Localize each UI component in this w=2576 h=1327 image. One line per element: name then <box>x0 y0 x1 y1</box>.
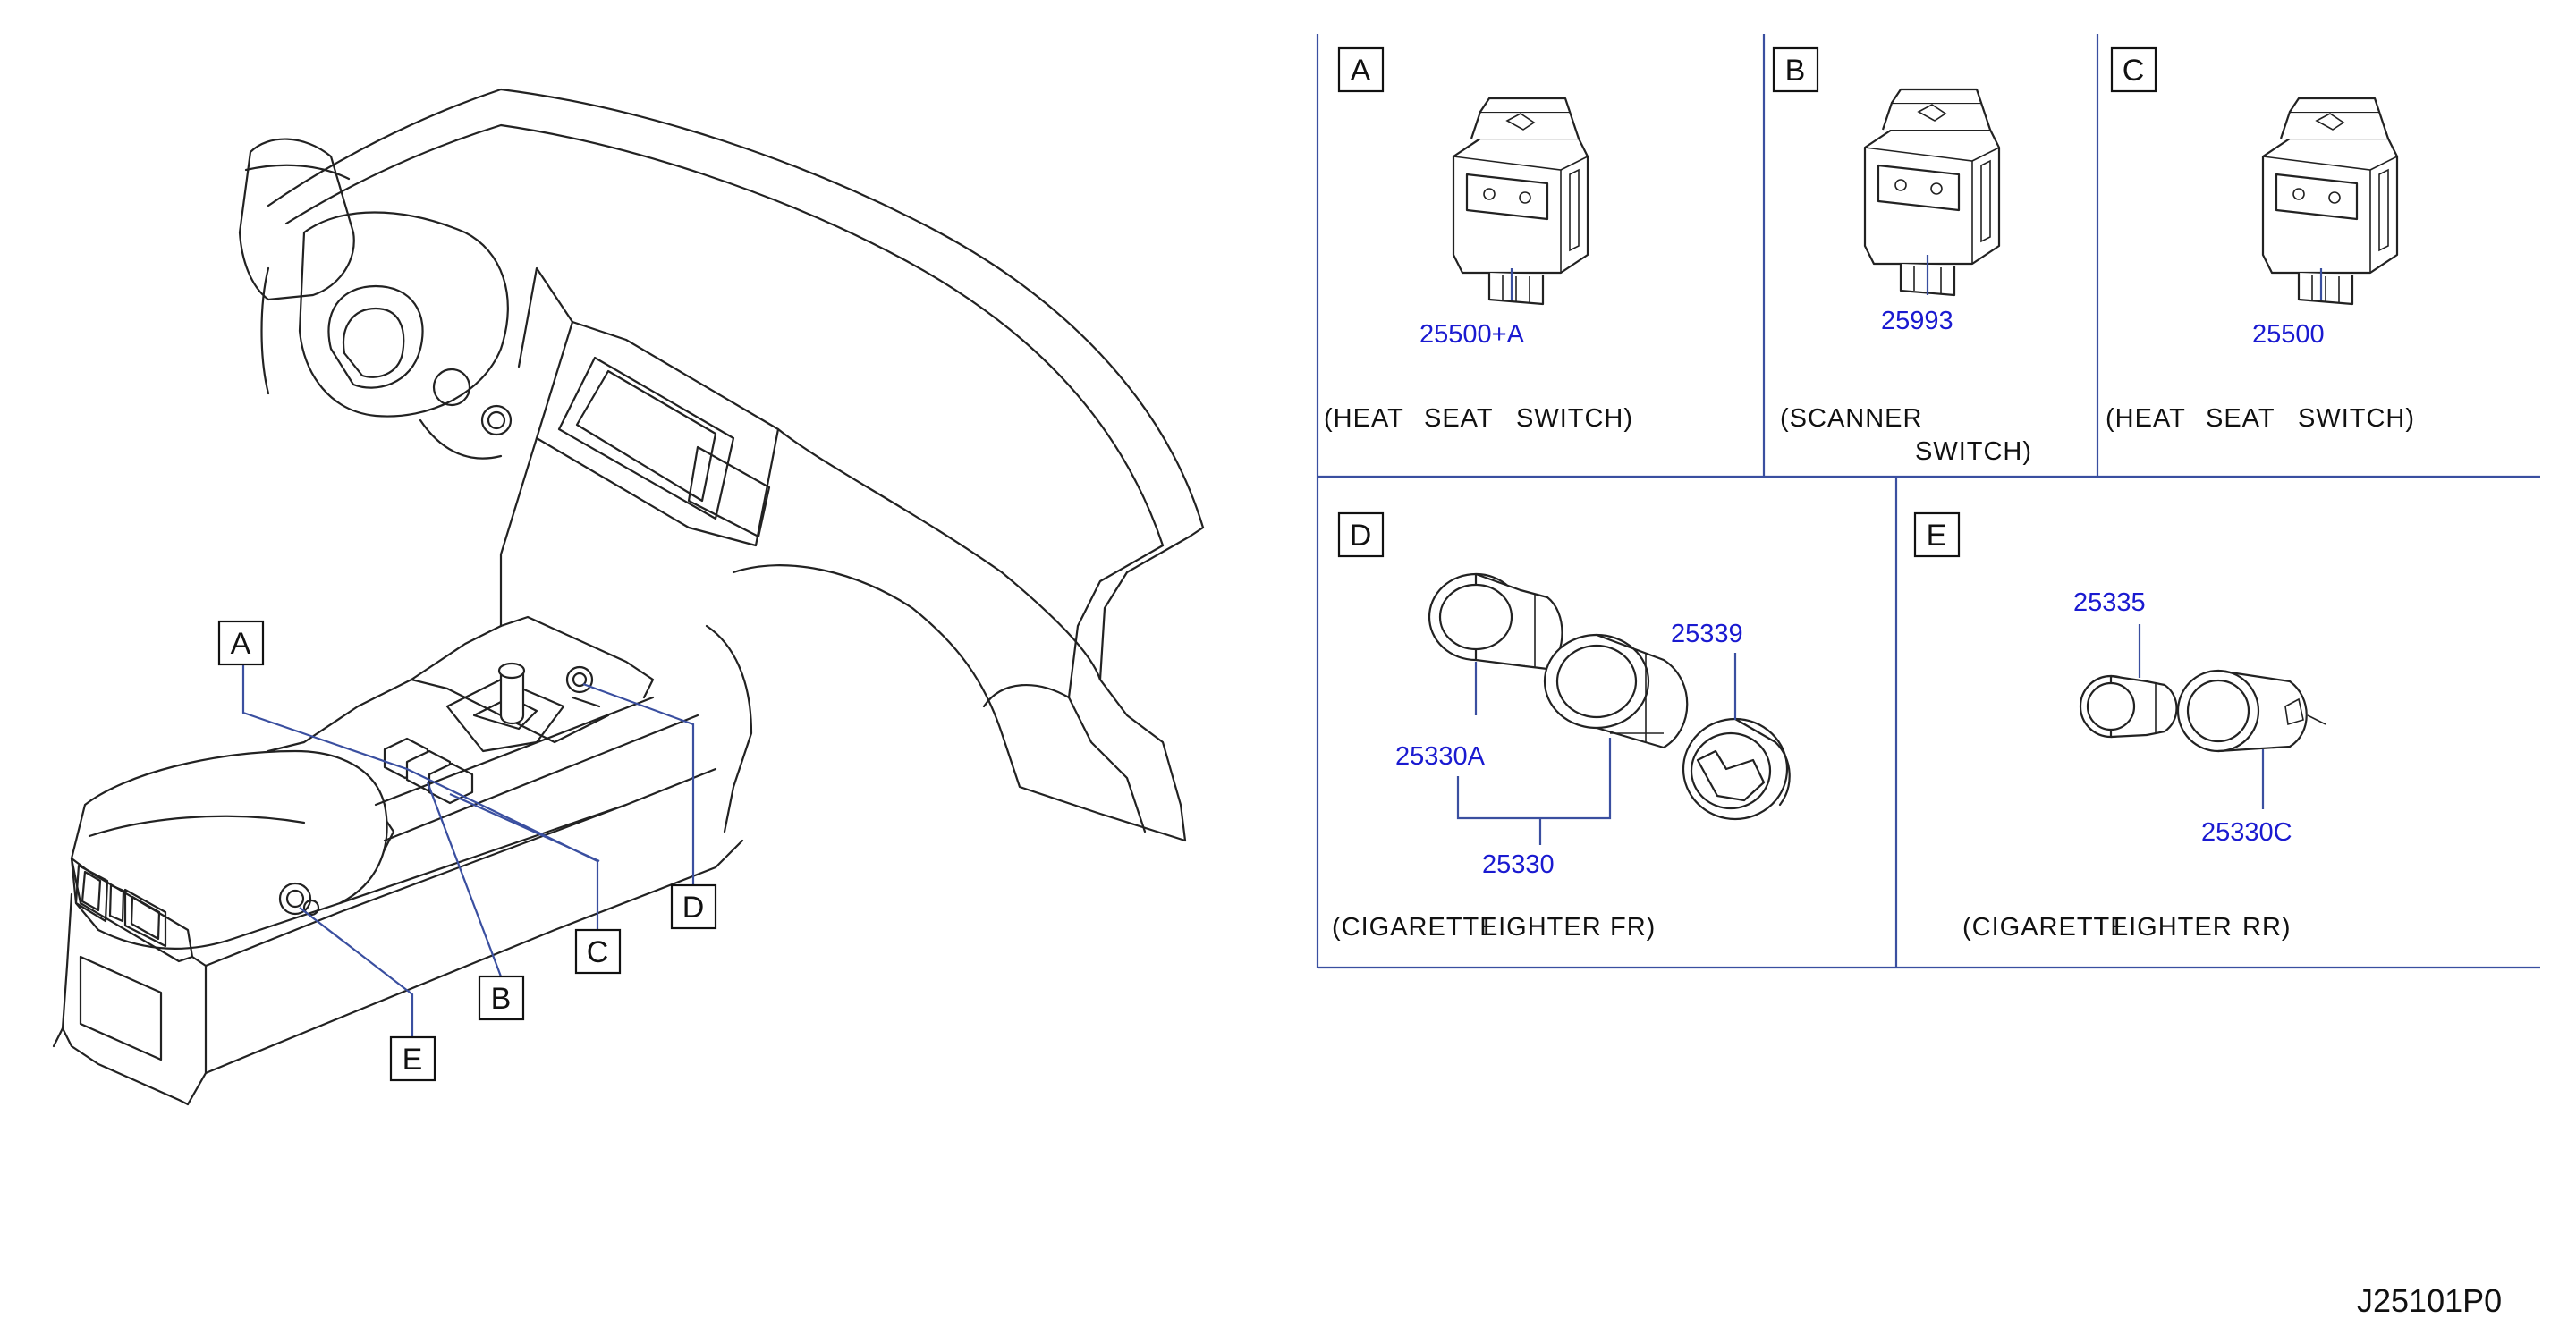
lighter-ring-image <box>1682 717 1791 821</box>
panel-e-part-25330c: 25330C <box>2201 818 2292 847</box>
panel-d-part-25339: 25339 <box>1671 620 1743 648</box>
drawing-code: J25101P0 <box>2357 1282 2502 1319</box>
heat-seat-switch-c-image <box>2261 97 2399 306</box>
panel-e-part-25335: 25335 <box>2073 588 2146 617</box>
callout-a-label: A <box>231 627 251 661</box>
callout-leaders <box>242 664 695 1037</box>
panel-d-part-25330a: 25330A <box>1395 742 1486 771</box>
panel-b-caption-line2: SWITCH) <box>1915 437 2032 466</box>
panel-d-part-25330: 25330 <box>1482 850 1555 879</box>
callout-a: A <box>217 620 265 666</box>
callout-d: D <box>670 883 717 930</box>
panel-e-caption-1: (CIGARETTE <box>1962 913 2129 942</box>
panel-e-caption-3: RR) <box>2242 913 2292 942</box>
rear-lighter-knob-image <box>2079 674 2178 739</box>
panel-a: A 25500+A (HEAT SEAT SWITCH) <box>1324 46 1633 433</box>
panel-a-caption-2: SEAT <box>1424 404 1494 433</box>
panel-e-caption-2: LIGHTER <box>2114 913 2233 942</box>
panel-b-letter: B <box>1785 54 1806 88</box>
dashboard-illustration <box>52 88 1205 1106</box>
panel-c-caption-3: SWITCH) <box>2298 404 2415 433</box>
panel-d-letter: D <box>1350 519 1372 553</box>
rear-lighter-socket-image <box>2176 669 2326 753</box>
panel-d-caption-1: (CIGARETTE <box>1332 913 1498 942</box>
heat-seat-switch-a-image <box>1452 97 1589 306</box>
panel-b-part-number: 25993 <box>1881 307 1953 335</box>
lighter-knob-image <box>1428 572 1563 671</box>
scanner-switch-image <box>1863 88 2001 297</box>
lighter-socket-image <box>1543 633 1689 749</box>
panel-d: D 25330A 25339 25330 <box>1332 511 1791 942</box>
panel-a-caption-1: (HEAT <box>1324 404 1404 433</box>
panel-b: B 25993 (SCANNER SWITCH) <box>1772 46 2032 466</box>
panel-frame <box>1316 34 2540 969</box>
panel-e: E 25335 25330C (CIGARETTE LIGHTER RR) <box>1913 511 2326 942</box>
panel-a-part-number: 25500+A <box>1419 320 1525 349</box>
callout-e-label: E <box>402 1043 423 1077</box>
panel-c-caption-1: (HEAT <box>2106 404 2186 433</box>
panel-a-caption-3: SWITCH) <box>1516 404 1633 433</box>
panel-a-letter: A <box>1351 54 1371 88</box>
callout-c-label: C <box>587 935 609 969</box>
callout-d-label: D <box>682 891 705 925</box>
panel-c-letter: C <box>2123 54 2145 88</box>
panel-d-caption-2: LIGHTER <box>1483 913 1602 942</box>
callout-c: C <box>574 928 622 975</box>
panel-b-caption-line1: (SCANNER <box>1780 404 1922 433</box>
panel-d-caption-3: FR) <box>1610 913 1656 942</box>
callout-b-label: B <box>491 982 512 1016</box>
callout-e: E <box>389 1035 436 1082</box>
callout-b: B <box>478 975 525 1021</box>
panel-e-letter: E <box>1927 519 1947 553</box>
panel-c-caption-2: SEAT <box>2206 404 2275 433</box>
panel-c-part-number: 25500 <box>2252 320 2325 349</box>
panel-c: C 25500 (HEAT SEAT SWITCH) <box>2106 46 2415 433</box>
